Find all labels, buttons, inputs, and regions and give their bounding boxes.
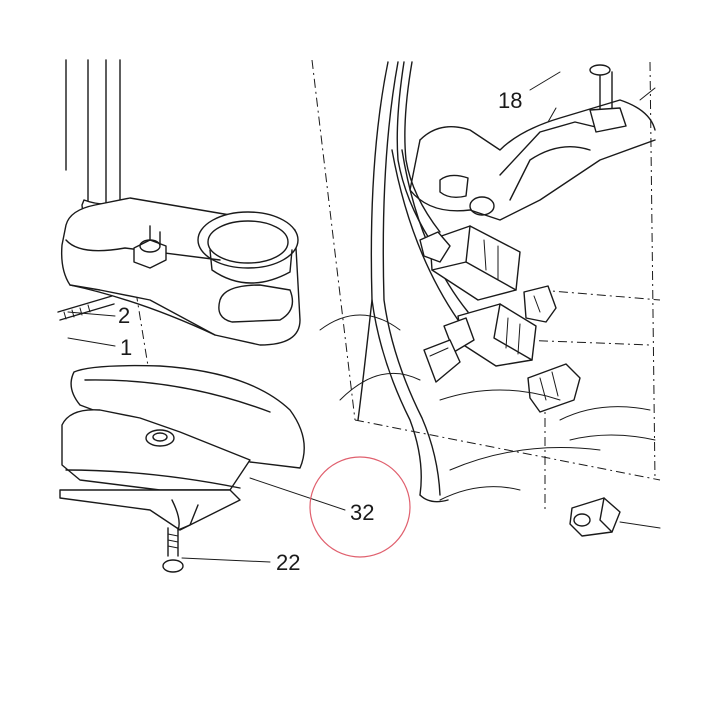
clip-middle xyxy=(527,363,581,413)
screw-part-22 xyxy=(162,527,184,573)
mounting-plate xyxy=(59,364,305,531)
connector-upper xyxy=(419,225,521,301)
callout-22: 22 xyxy=(276,550,300,575)
clip-lower xyxy=(569,497,661,537)
clip-upper xyxy=(523,285,557,323)
callout-2: 2 xyxy=(118,303,130,328)
wiring-harness xyxy=(357,61,469,503)
frame-lower xyxy=(319,314,656,501)
callout-32: 32 xyxy=(350,500,374,525)
stud-part-2 xyxy=(57,295,115,321)
highlight-circle xyxy=(309,456,411,558)
callout-1: 1 xyxy=(120,335,132,360)
callout-18: 18 xyxy=(498,88,522,113)
frame-bracket xyxy=(409,64,656,221)
connector-lower xyxy=(423,303,537,383)
leader-lines xyxy=(67,71,561,563)
fork-tube xyxy=(65,59,131,223)
lower-triple-clamp xyxy=(60,197,301,346)
